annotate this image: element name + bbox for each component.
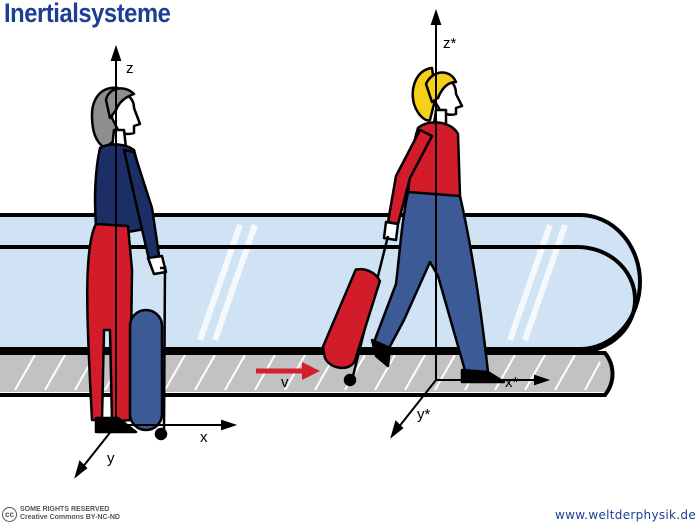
creative-commons-icon: cc [2,507,17,522]
site-url-link[interactable]: www.weltderphysik.de [555,508,696,522]
x-axis-label: x [200,429,208,446]
license-line-2: Creative Commons BY-NC-ND [20,514,120,522]
license-notice: cc SOME RIGHTS RESERVED Creative Commons… [2,506,120,522]
license-line-1: SOME RIGHTS RESERVED [20,506,120,514]
license-text: SOME RIGHTS RESERVED Creative Commons BY… [20,506,120,522]
velocity-label: v [281,374,289,391]
z-axis-label: z [126,60,134,77]
y-star-axis-label: y* [417,406,431,423]
z-star-axis-label: z* [443,35,457,52]
x-star-axis-label: x* [505,374,519,391]
y-axis-label: y [107,450,115,467]
